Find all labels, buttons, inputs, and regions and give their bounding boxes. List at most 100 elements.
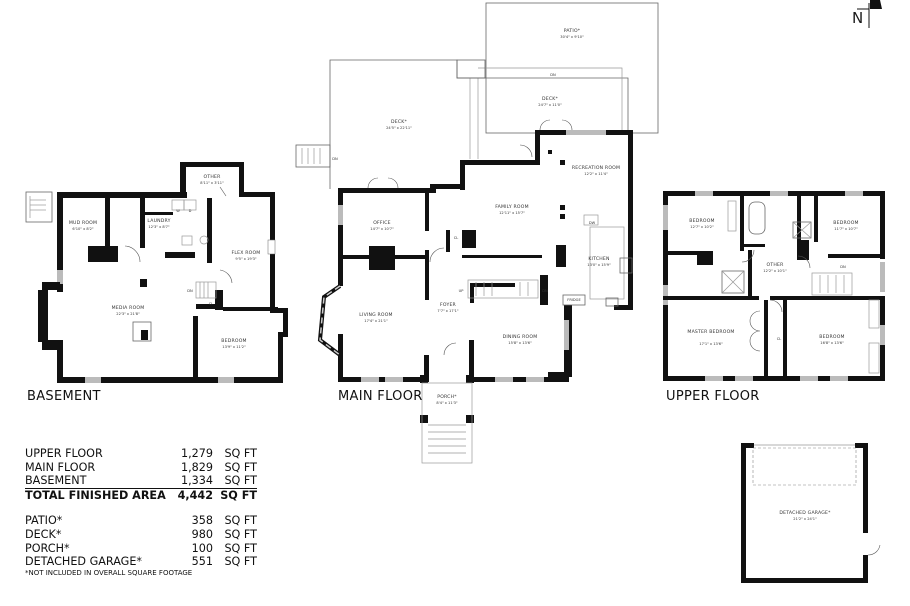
room-dims: 24'5" x 22'11" [386,126,412,130]
room-label: BEDROOM [833,220,858,226]
room-label: FAMILY ROOM [495,204,528,210]
summary-unit: SQ FT [224,555,257,569]
room-label: MEDIA ROOM [112,305,145,311]
room-dims: 6'10" x 8'2" [72,227,93,231]
summary-row-main: MAIN FLOOR 1,829 SQ FT [25,461,257,475]
summary-row-porch: PORCH* 100 SQ FT [25,542,257,556]
stairs-down-label: DN [187,289,193,293]
summary-row-basement: BASEMENT 1,334 SQ FT [25,474,257,488]
room-dims: 12'3" x 8'7" [148,225,169,229]
summary-label: TOTAL FINISHED AREA [25,488,166,502]
summary-label: PORCH* [25,541,70,555]
room-dims: 16'8" x 13'6" [820,341,844,345]
summary-row-total: TOTAL FINISHED AREA 4,442 SQ FT [25,487,257,503]
summary-label: DECK* [25,527,62,541]
closet-label: CL [209,302,214,306]
room-label: LAUNDRY [147,218,170,224]
room-dims: 12'11" x 15'7" [499,211,525,215]
summary-unit: SQ FT [224,514,257,528]
room-dims: 8'4" x 11'3" [436,401,457,405]
summary-value: 1,279 [180,447,213,460]
room-label: KITCHEN [588,256,609,262]
room-label: PATIO* [564,28,581,34]
summary-value: 551 [191,555,213,569]
fridge-label: FRIDGE [567,298,581,302]
detached-garage-plan: DETACHED GARAGE* 21'2" x 24'1" [741,443,881,583]
room-label: FOYER [440,302,457,308]
room-dims: 17'1" x 13'6" [699,342,723,346]
room-dims: 8'11" x 3'11" [200,181,224,185]
room-dims: 15'8" x 13'6" [508,341,532,345]
summary-unit: SQ FT [224,447,257,460]
north-label: N [852,9,864,27]
summary-value: 100 [191,541,213,555]
dishwasher-label: DW [589,221,596,225]
room-dims: 9'5" x 19'3" [235,257,256,261]
room-label: OFFICE [373,220,391,226]
summary-unit: SQ FT [224,474,257,488]
room-dims: 17'4" x 21'1" [364,319,388,323]
summary-value: 1,334 [180,474,213,488]
summary-unit: SQ FT [224,527,257,541]
room-dims: 12'7" x 10'2" [690,225,714,229]
summary-row-deck: DECK* 980 SQ FT [25,528,257,542]
room-dims: 13'0" x 15'9" [587,263,611,267]
room-dims: 14'7" x 10'7" [370,227,394,231]
area-summary: UPPER FLOOR 1,279 SQ FT MAIN FLOOR 1,829… [25,447,257,577]
room-dims: 11'7" x 10'7" [834,227,858,231]
deck-step-label: DN [550,73,556,77]
main-floor-title: MAIN FLOOR [338,389,423,404]
basement-plan: MUD ROOM 6'10" x 8'2" LAUNDRY 12'3" x 8'… [25,162,288,383]
room-label: MASTER BEDROOM [687,329,734,335]
summary-value: 980 [191,527,213,541]
room-label: FLEX ROOM [232,250,261,256]
stairs-up-label: UP [459,289,465,293]
summary-row-upper: UPPER FLOOR 1,279 SQ FT [25,447,257,461]
room-label: BEDROOM [689,218,714,224]
summary-row-patio: PATIO* 358 SQ FT [25,514,257,528]
room-label: OTHER [204,174,222,180]
room-dims: 21'2" x 24'1" [793,517,817,521]
summary-label: BASEMENT [25,474,87,488]
room-dims: 7'7" x 17'1" [437,309,458,313]
room-label: MUD ROOM [69,220,97,226]
main-floor-plan: PATIO* 30'4" x 9'10" DECK* 24'5" x 22'11… [295,2,659,464]
room-dims: 12'2" x 10'1" [763,269,787,273]
room-dims: 22'3" x 21'8" [116,312,140,316]
dryer-label: D [189,209,192,213]
summary-row-garage: DETACHED GARAGE* 551 SQ FT [25,555,257,569]
summary-label: PATIO* [25,514,63,528]
upper-floor-plan: BEDROOM 12'7" x 10'2" BEDROOM 11'7" x 10… [663,191,885,381]
room-dims: 24'7" x 11'0" [538,103,562,107]
basement-title: BASEMENT [27,389,101,404]
room-dims: 12'2" x 11'4" [584,172,608,176]
closet-label: CL [454,236,459,240]
room-label: DINING ROOM [503,334,538,340]
room-label: PORCH* [437,394,457,400]
washer-label: W [176,209,180,213]
summary-label: MAIN FLOOR [25,460,96,474]
room-label: BEDROOM [221,338,246,344]
closet-label: CL [777,337,782,341]
deck-stairs-label: DN [332,157,338,161]
room-label: DETACHED GARAGE* [779,510,831,516]
upper-floor-title: UPPER FLOOR [666,389,760,404]
room-label: LIVING ROOM [359,312,392,318]
room-label: OTHER [767,262,785,268]
summary-unit: SQ FT [224,460,257,474]
summary-label: DETACHED GARAGE* [25,555,142,569]
room-label: DECK* [391,119,407,125]
summary-unit: SQ FT [224,541,257,555]
room-label: RECREATION ROOM [572,165,620,171]
summary-label: UPPER FLOOR [25,447,103,460]
footnote: *NOT INCLUDED IN OVERALL SQUARE FOOTAGE [25,568,193,577]
room-label: DECK* [542,96,558,102]
summary-value: 4,442 [177,488,213,502]
summary-value: 1,829 [180,460,213,474]
summary-unit: SQ FT [220,488,257,502]
room-label: BEDROOM [819,334,844,340]
stairs-down-label: DN [542,289,548,293]
summary-value: 358 [191,514,213,528]
room-dims: 30'4" x 9'10" [560,35,584,39]
